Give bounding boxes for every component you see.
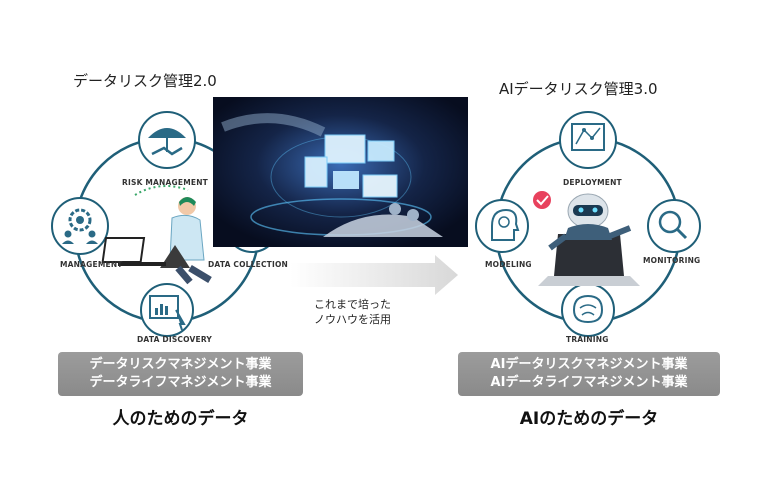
management-node	[51, 197, 109, 255]
robot-with-laptop	[538, 193, 640, 286]
discovery-node	[140, 283, 194, 337]
right-business-banner: AIデータリスクマネジメント事業 AIデータライフマネジメント事業	[458, 352, 720, 396]
transition-arrow	[290, 255, 458, 295]
right-cycle-diagram	[475, 111, 701, 337]
middle-note-line-2: ノウハウを活用	[314, 313, 391, 326]
left-banner-line-2: データライフマネジメント事業	[89, 375, 272, 390]
magnifier-icon	[658, 210, 682, 234]
umbrella-icon	[148, 128, 186, 138]
node-label-data-collection: DATA COLLECTION	[208, 260, 289, 269]
laptop-icon	[101, 237, 146, 263]
node-label-management: MANAGEMENT	[60, 260, 123, 269]
ai-robot-hand-image	[213, 97, 468, 247]
floating-devices	[304, 134, 398, 198]
middle-note: これまで培った ノウハウを活用	[314, 297, 391, 327]
training-node	[561, 283, 615, 337]
node-label-risk-management: RISK MANAGEMENT	[122, 178, 208, 187]
deployment-node	[559, 111, 617, 169]
laptop-screen	[554, 234, 624, 276]
person-shirt	[169, 214, 205, 261]
node-label-monitoring: MONITORING	[643, 256, 701, 265]
right-caption: AIのためのデータ	[519, 409, 659, 429]
head-profile-icon	[491, 208, 520, 241]
node-label-training: TRAINING	[566, 335, 609, 344]
left-title: データリスク管理2.0	[73, 72, 217, 90]
handshake-icon	[151, 146, 183, 156]
modeling-node	[475, 199, 529, 253]
pointer-hand-icon	[175, 309, 186, 331]
right-title: AIデータリスク管理3.0	[499, 80, 658, 98]
arrow-right-icon	[290, 255, 458, 295]
middle-note-line-1: これまで培った	[314, 298, 391, 311]
left-caption: 人のためのデータ	[112, 409, 249, 429]
left-banner-line-1: データリスクマネジメント事業	[89, 357, 272, 372]
brain-icon	[572, 294, 604, 324]
right-banner-line-1: AIデータリスクマネジメント事業	[490, 357, 688, 372]
check-badge	[533, 191, 551, 209]
person-with-laptop	[101, 197, 212, 285]
dotted-link	[134, 185, 189, 196]
node-label-modeling: MODELING	[485, 260, 532, 269]
monitor-chart-icon	[149, 295, 179, 319]
node-label-data-discovery: DATA DISCOVERY	[137, 335, 213, 344]
monitoring-node	[647, 199, 701, 253]
right-banner-line-2: AIデータライフマネジメント事業	[490, 375, 688, 390]
risk-node	[138, 111, 196, 169]
network-map-icon	[571, 123, 605, 151]
node-label-deployment: DEPLOYMENT	[563, 178, 622, 187]
check-icon	[536, 195, 549, 206]
robot-finger-top	[221, 113, 326, 137]
laptop-base	[538, 276, 640, 286]
gear-icon	[68, 208, 92, 232]
left-business-banner: データリスクマネジメント事業 データライフマネジメント事業	[58, 352, 303, 396]
people-icon	[64, 230, 72, 238]
